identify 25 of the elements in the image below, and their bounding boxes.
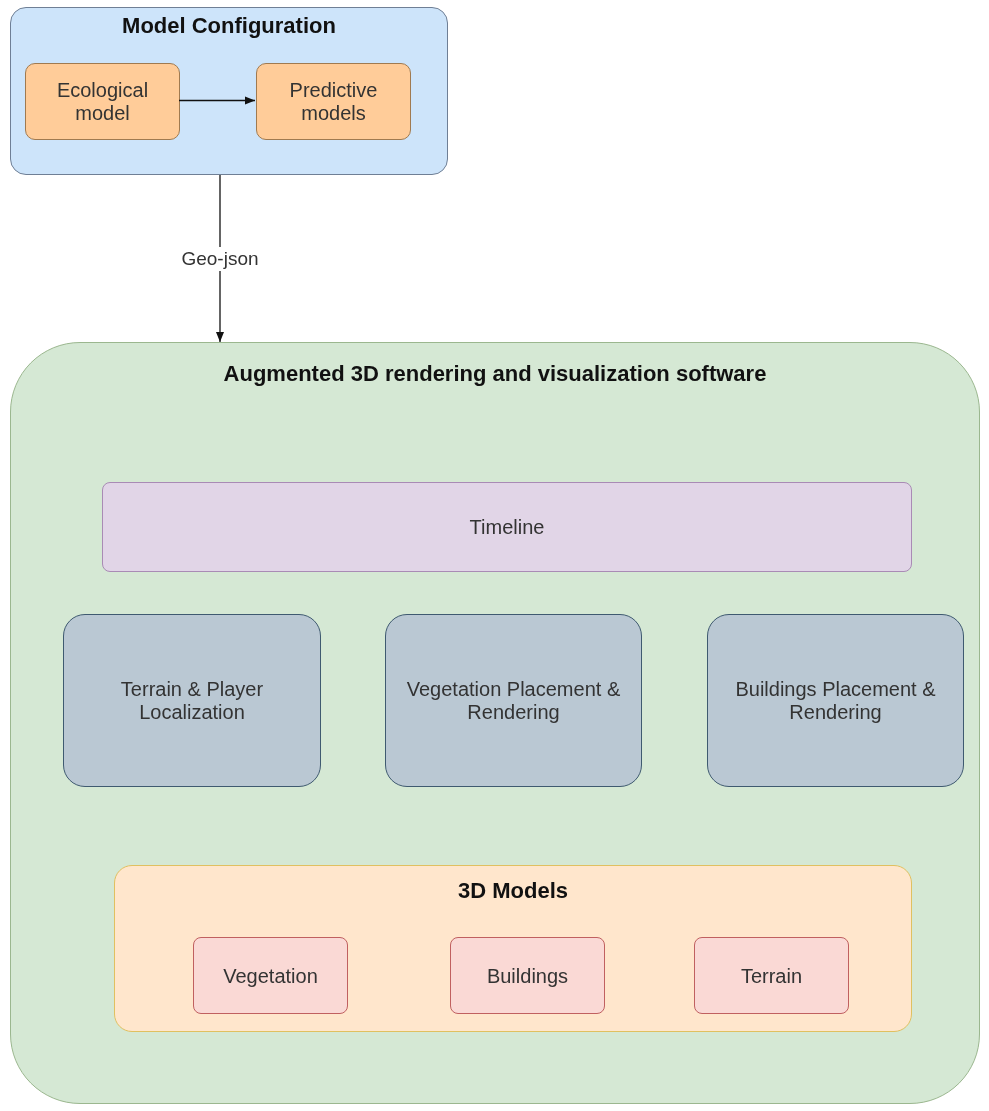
group-panel — [10, 7, 448, 175]
process-box — [256, 63, 411, 140]
process-box — [450, 937, 605, 1014]
box-label: Buildings — [485, 964, 570, 987]
arrow — [178, 96, 256, 105]
box-label: Vegetation Placement & Rendering — [405, 677, 622, 724]
process-box — [102, 482, 912, 572]
box-label: Terrain & Player Localization — [119, 677, 265, 724]
box-label: Ecological model — [55, 78, 150, 125]
process-box — [694, 937, 849, 1014]
group-panel — [10, 342, 980, 1104]
group-title: Augmented 3D rendering and visualization software — [222, 361, 768, 387]
group-panel — [114, 865, 912, 1032]
box-label: Terrain — [739, 964, 804, 987]
group-title: 3D Models — [457, 878, 569, 904]
process-box — [385, 614, 642, 787]
box-label: Predictive models — [288, 78, 379, 125]
box-label: Vegetation — [222, 964, 319, 987]
process-box — [193, 937, 348, 1014]
box-label: Timeline — [468, 515, 546, 539]
group-title: Model Configuration — [121, 13, 337, 39]
box-label: Buildings Placement & Rendering — [734, 677, 937, 724]
process-box — [707, 614, 964, 787]
process-box — [63, 614, 321, 787]
process-box — [25, 63, 180, 140]
